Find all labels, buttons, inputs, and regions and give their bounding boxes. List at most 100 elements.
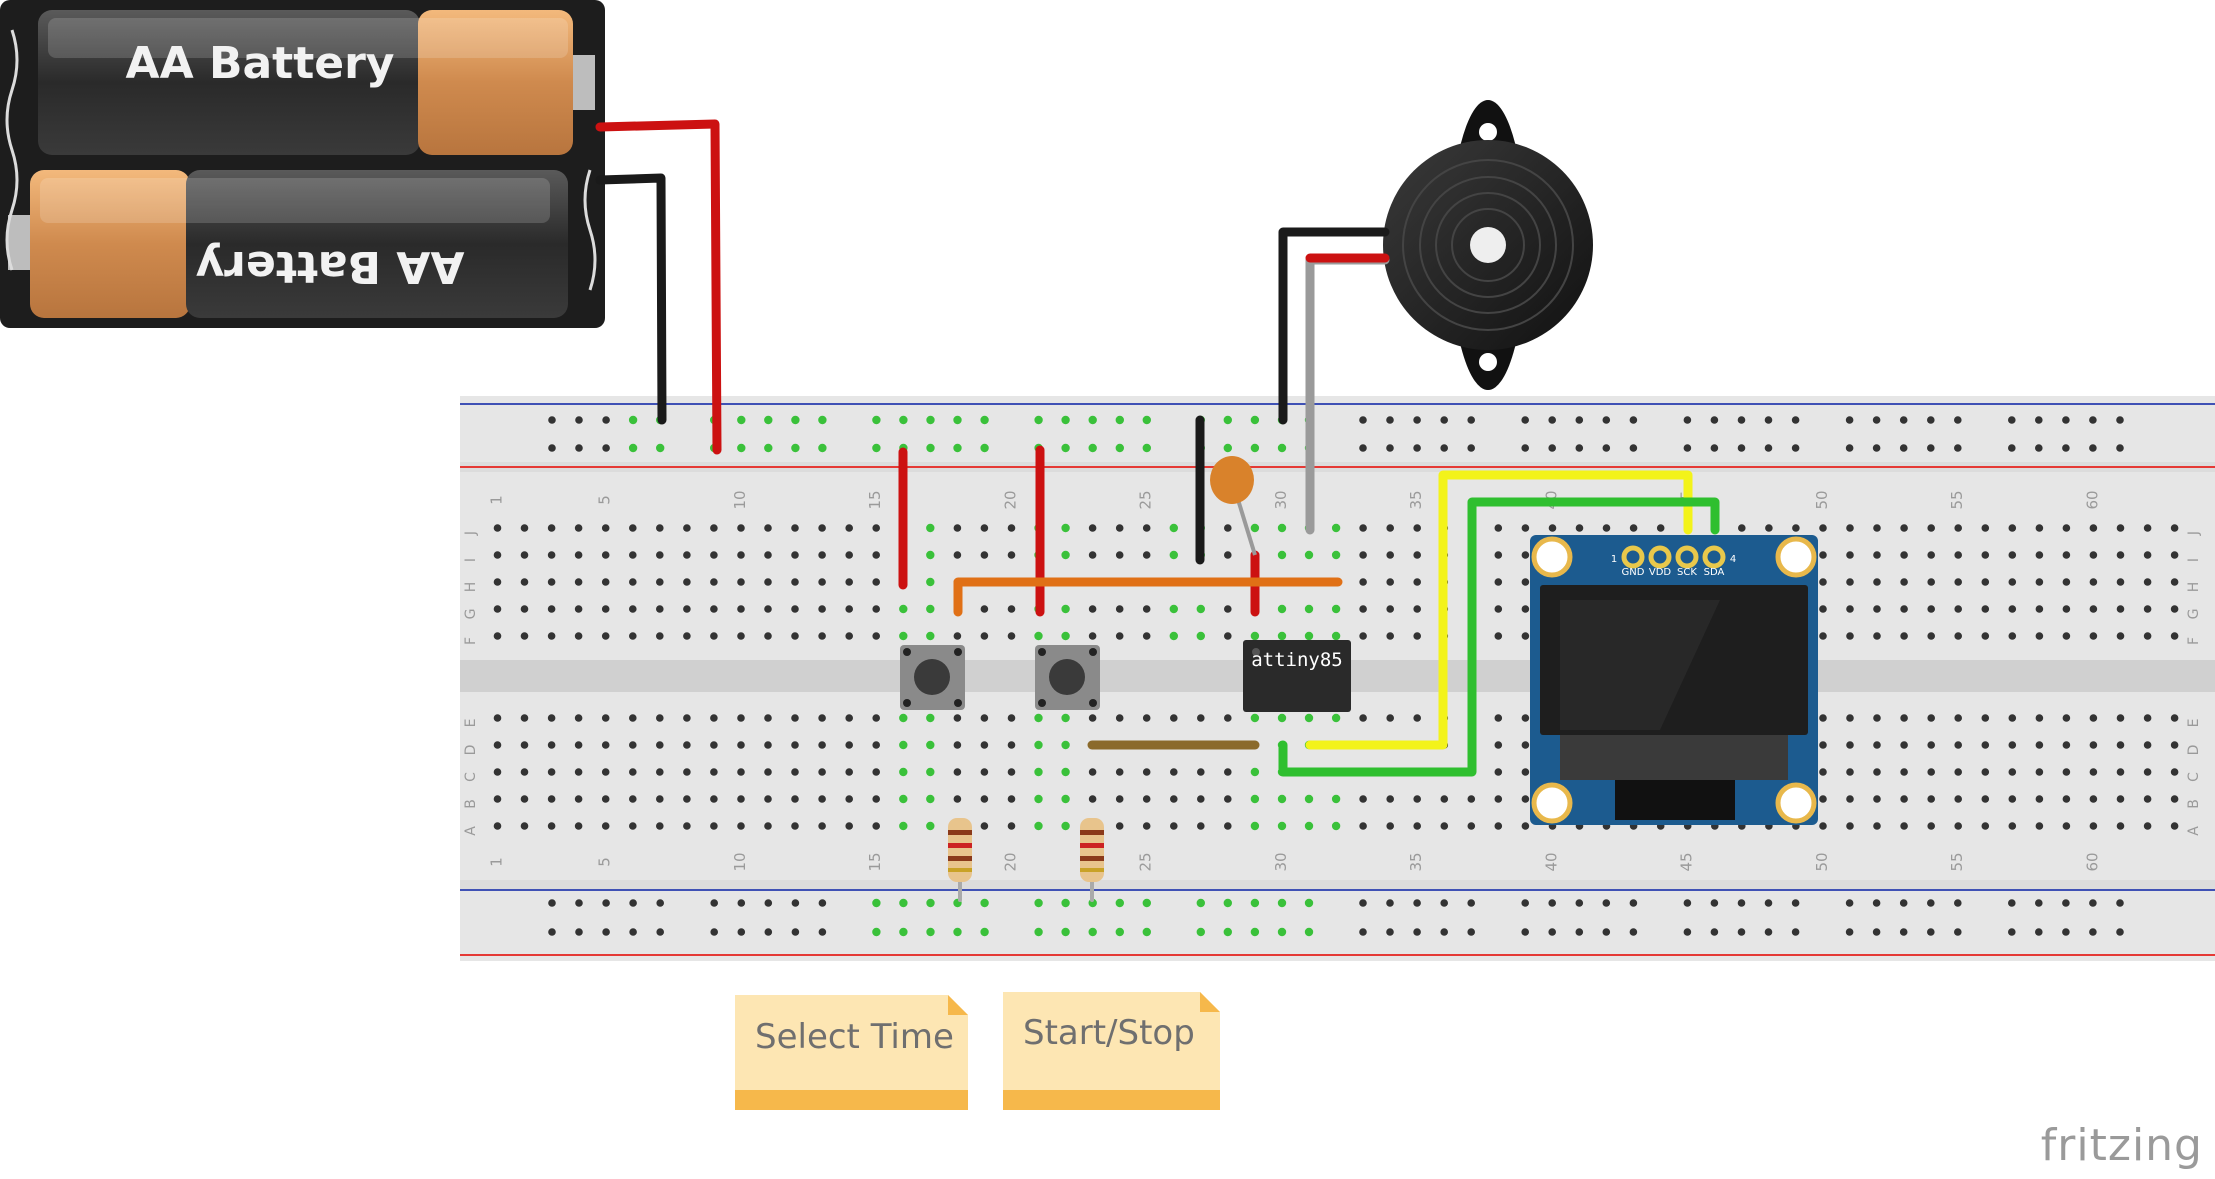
breadboard-hole [1088, 795, 1097, 803]
breadboard-hole [1034, 740, 1043, 750]
breadboard-hole [2116, 444, 2124, 452]
breadboard-hole [1873, 524, 1881, 532]
breadboard-hole [1521, 551, 1530, 559]
breadboard-hole [2170, 795, 2179, 803]
breadboard-hole [1088, 632, 1097, 640]
breadboard-hole [1115, 714, 1124, 722]
breadboard-hole [926, 443, 935, 453]
breadboard-hole [547, 578, 556, 586]
breadboard-hole [1900, 714, 1908, 722]
breadboard-hole [1007, 524, 1016, 532]
breadboard-hole [818, 632, 826, 640]
breadboard-hole [1791, 928, 1800, 936]
breadboard-hole [1981, 524, 1990, 532]
breadboard-hole [2089, 714, 2098, 722]
breadboard-hole [547, 795, 556, 803]
breadboard-hole [926, 604, 935, 614]
breadboard-hole [2089, 551, 2098, 559]
breadboard-hole [1007, 551, 1016, 559]
breadboard-hole [1521, 741, 1530, 749]
breadboard-hole [926, 713, 935, 723]
breadboard-hole [1737, 899, 1746, 907]
breadboard-hole [656, 578, 664, 586]
breadboard-hole [683, 714, 691, 722]
breadboard-hole [2089, 416, 2097, 424]
breadboard-hole [899, 713, 908, 723]
breadboard-hole [1927, 741, 1935, 749]
breadboard-hole [1007, 822, 1016, 830]
breadboard-hole [1629, 524, 1638, 532]
oled-pin-label-gnd: GND [1622, 567, 1645, 578]
breadboard-hole [2035, 768, 2044, 776]
breadboard-hole [1602, 416, 1611, 424]
breadboard-hole [1819, 605, 1827, 613]
breadboard-hole [1521, 605, 1530, 613]
breadboard-hole [1899, 899, 1908, 907]
breadboard-hole [493, 768, 502, 776]
breadboard-hole [953, 524, 962, 532]
breadboard-hole [601, 822, 610, 830]
breadboard-hole [1359, 822, 1367, 830]
breadboard-hole [791, 928, 800, 936]
breadboard-hole [710, 714, 718, 722]
column-number: 15 [866, 490, 884, 509]
breadboard-hole [1927, 822, 1935, 830]
breadboard-hole [493, 714, 502, 722]
breadboard-hole [953, 443, 962, 453]
breadboard-hole [1738, 524, 1746, 532]
fritzing-watermark: fritzing [2040, 1120, 2203, 1171]
breadboard-hole [602, 928, 610, 936]
breadboard-hole [574, 632, 583, 640]
breadboard-hole [1331, 523, 1341, 533]
breadboard-hole [1386, 416, 1394, 424]
breadboard-hole [1386, 795, 1394, 803]
breadboard-hole [1304, 821, 1314, 831]
breadboard-hole [1494, 714, 1503, 722]
breadboard-hole [980, 795, 989, 803]
breadboard-hole [1196, 604, 1206, 614]
row-letter: F [463, 637, 479, 645]
breadboard-hole [2170, 578, 2179, 586]
row-letter: B [463, 799, 479, 809]
breadboard-hole [818, 795, 826, 803]
breadboard-hole [818, 714, 826, 722]
breadboard-hole [737, 714, 745, 722]
breadboard-hole [1304, 898, 1314, 908]
breadboard-hole [1873, 551, 1881, 559]
breadboard-hole [1440, 795, 1449, 803]
breadboard-hole [764, 768, 772, 776]
breadboard-hole [2089, 444, 2097, 452]
breadboard-hole [791, 822, 799, 830]
breadboard-hole [737, 551, 745, 559]
breadboard-hole [629, 899, 637, 907]
breadboard-hole [548, 899, 556, 907]
breadboard-hole [1142, 605, 1151, 613]
breadboard-hole [1927, 524, 1935, 532]
breadboard-hole [872, 714, 880, 722]
breadboard-hole [1088, 551, 1097, 559]
breadboard-hole [737, 443, 746, 453]
breadboard-hole [601, 578, 610, 586]
breadboard-hole [980, 898, 989, 908]
breadboard-hole [656, 928, 664, 936]
breadboard-hole [764, 415, 773, 425]
breadboard-hole [845, 632, 853, 640]
breadboard-hole [1142, 898, 1152, 908]
breadboard-hole [574, 822, 583, 830]
breadboard-hole [2008, 444, 2016, 452]
breadboard-hole [520, 822, 529, 830]
breadboard-hole [1872, 444, 1881, 452]
breadboard-hole [1170, 795, 1178, 803]
breadboard-hole [2170, 632, 2179, 640]
note-select-time: Select Time [735, 995, 968, 1110]
breadboard-hole [1548, 444, 1556, 452]
breadboard-hole [926, 577, 935, 587]
breadboard-hole [547, 741, 556, 749]
breadboard-hole [1548, 416, 1556, 424]
breadboard-hole [1521, 444, 1529, 452]
breadboard-hole [2008, 578, 2017, 586]
breadboard-hole [2116, 632, 2125, 640]
breadboard-hole [1224, 822, 1232, 830]
breadboard-hole [818, 741, 826, 749]
